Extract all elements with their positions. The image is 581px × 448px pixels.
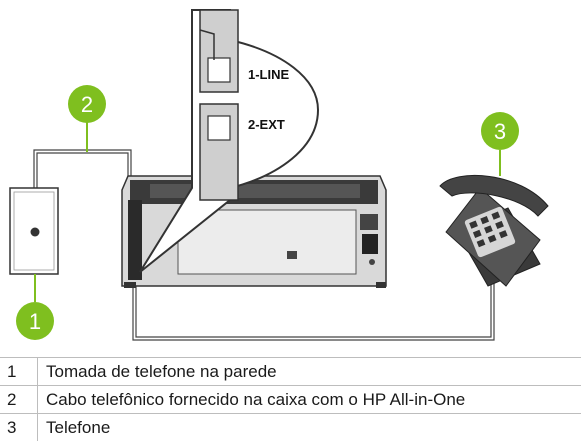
legend-text: Telefone (37, 413, 581, 441)
callout-2-number: 2 (81, 92, 93, 117)
legend-number: 3 (0, 413, 38, 441)
printer-icon (121, 175, 387, 288)
legend-number: 2 (0, 385, 38, 414)
connection-diagram: 1-LINE 2-EXT 1 2 3 (9, 9, 549, 341)
wall-jack-icon (9, 187, 59, 275)
callout-1: 1 (16, 274, 54, 340)
legend-table: 1 Tomada de telefone na parede 2 Cabo te… (0, 357, 581, 441)
port-label-line: 1-LINE (248, 67, 290, 82)
legend-number: 1 (0, 357, 38, 386)
callout-3-number: 3 (494, 119, 506, 144)
legend-text: Cabo telefônico fornecido na caixa com o… (37, 385, 581, 414)
legend-row: 3 Telefone (0, 413, 581, 441)
telephone-icon (439, 175, 549, 287)
callout-1-number: 1 (29, 309, 41, 334)
legend-row: 2 Cabo telefônico fornecido na caixa com… (0, 385, 581, 414)
phone-cord (33, 149, 495, 341)
port-label-ext: 2-EXT (248, 117, 285, 132)
legend-text: Tomada de telefone na parede (37, 357, 581, 386)
callout-2: 2 (68, 85, 106, 152)
callout-3: 3 (481, 112, 519, 176)
port-magnifier (139, 9, 320, 273)
legend-row: 1 Tomada de telefone na parede (0, 357, 581, 386)
